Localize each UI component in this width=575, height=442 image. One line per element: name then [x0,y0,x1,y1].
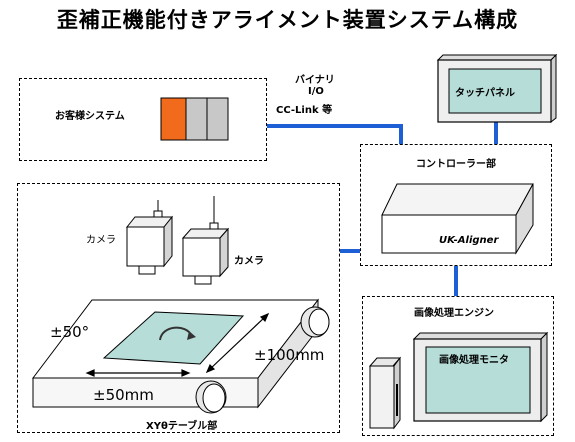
camera-left-label: カメラ [86,235,116,246]
image-engine-illustration [368,331,549,430]
interface-label-line1: バイナリ [295,75,335,86]
connector-customer-controller [266,124,403,144]
xy-table-label: XYθテーブル部 [146,421,218,432]
touch-panel-label: タッチパネル [455,88,515,99]
xy-stage-box [17,183,340,433]
interface-label-line2: I/O [308,86,324,97]
camera-right-label: カメラ [234,256,264,267]
image-engine-box [362,296,554,436]
page-title: 歪補正機能付きアライメント装置システム構成 [56,8,519,32]
touch-panel-illustration [436,53,558,124]
controller-label: コントローラー部 [416,159,496,170]
connector-lines [266,122,498,296]
rotation-range-label: ±50° [50,323,90,341]
customer-system-label: お客様システム [55,111,125,122]
image-monitor-label: 画像処理モニタ [439,355,509,366]
customer-blocks-overlay [160,97,229,141]
x-travel-label: ±50mm [93,386,154,404]
camera-right-illustration [181,196,230,285]
image-engine-label: 画像処理エンジン [414,308,494,319]
camera-left-illustration [125,200,174,275]
y-travel-label: ±100mm [254,346,325,364]
controller-device-label: UK-Aligner [439,235,499,246]
controller-device-overlay [381,183,534,255]
interface-label-line3: CC-Link 等 [276,105,333,116]
xy-theta-stage-illustration [31,298,330,414]
